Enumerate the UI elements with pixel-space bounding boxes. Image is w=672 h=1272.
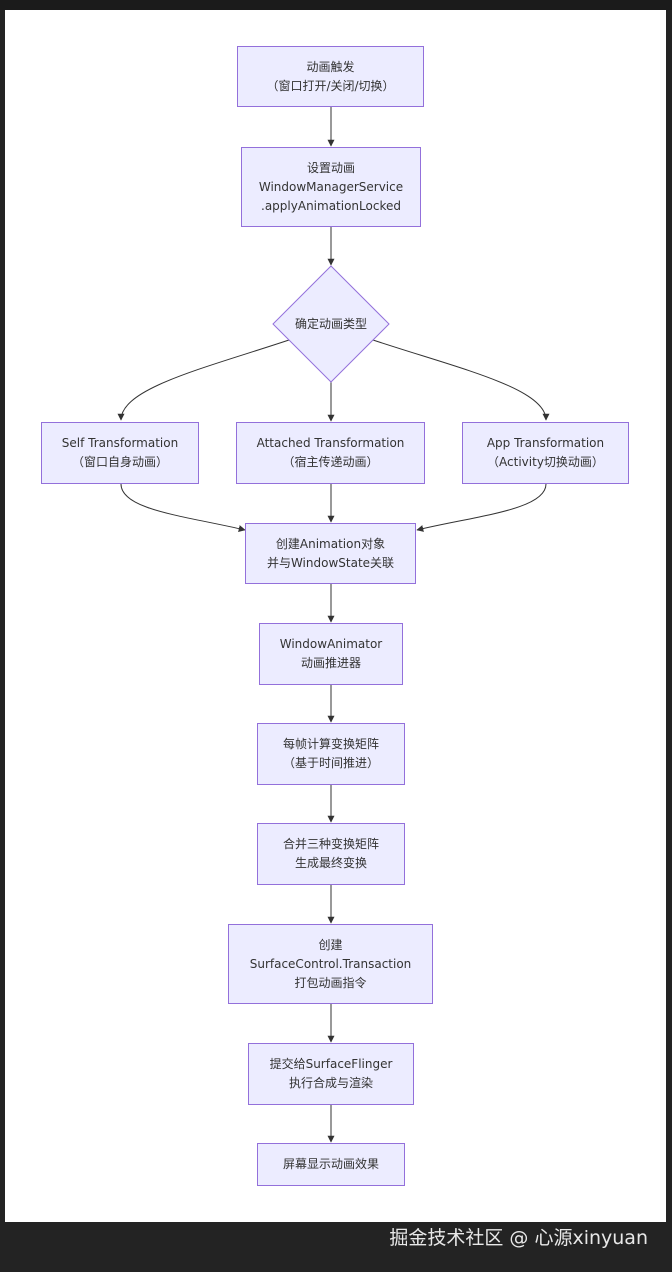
node-submit-surfaceflinger: 提交给SurfaceFlinger 执行合成与渲染	[248, 1043, 414, 1105]
edge-self-create	[120, 483, 246, 532]
node-line: App Transformation	[486, 436, 605, 450]
edge-decision-self	[117, 339, 290, 421]
node-line: 创建Animation对象	[275, 536, 386, 551]
node-line: 创建	[318, 937, 343, 952]
node-line: （基于时间推进）	[282, 756, 379, 770]
node-window-animator: WindowAnimator 动画推进器	[259, 623, 403, 685]
node-line: （Activity切换动画）	[487, 455, 604, 469]
edge-decision-app	[372, 339, 550, 421]
node-line: 合并三种变换矩阵	[282, 837, 379, 851]
node-surface-transaction: 创建 SurfaceControl.Transaction 打包动画指令	[228, 924, 433, 1004]
node-line: 屏幕显示动画效果	[282, 1157, 379, 1171]
node-display-effect: 屏幕显示动画效果	[257, 1143, 405, 1186]
node-line: 生成最终变换	[294, 856, 367, 870]
node-line: 动画推进器	[300, 656, 361, 670]
node-attached-transformation: Attached Transformation （宿主传递动画）	[236, 422, 425, 484]
footer-bar	[0, 1222, 672, 1272]
top-strip	[0, 0, 672, 10]
node-line: （宿主传递动画）	[282, 455, 379, 469]
node-line: SurfaceControl.Transaction	[249, 956, 412, 971]
node-per-frame-matrix: 每帧计算变换矩阵 （基于时间推进）	[257, 723, 405, 785]
watermark-text: 掘金技术社区 @ 心源xinyuan	[389, 1227, 648, 1249]
decision-label: 确定动画类型	[294, 317, 367, 331]
node-self-transformation: Self Transformation （窗口自身动画）	[41, 422, 199, 484]
node-line: .applyAnimationLocked	[261, 198, 401, 213]
node-line: 提交给SurfaceFlinger	[269, 1057, 393, 1071]
node-line: （窗口自身动画）	[71, 455, 168, 469]
node-merge-matrices: 合并三种变换矩阵 生成最终变换	[257, 823, 405, 885]
node-line: （窗口打开/关闭/切换）	[266, 78, 395, 93]
node-line: WindowAnimator	[279, 637, 383, 651]
node-line: Attached Transformation	[256, 436, 405, 450]
node-line: WindowManagerService	[258, 179, 404, 194]
node-line: Self Transformation	[61, 436, 179, 450]
node-line: 设置动画	[306, 160, 355, 175]
flowchart-edges	[117, 107, 550, 1143]
edge-app-create	[416, 483, 547, 532]
node-line: 执行合成与渲染	[288, 1076, 373, 1090]
node-line: 动画触发	[306, 59, 355, 74]
node-app-transformation: App Transformation （Activity切换动画）	[462, 422, 629, 484]
node-line: 打包动画指令	[294, 975, 367, 990]
node-setup-animation: 设置动画 WindowManagerService .applyAnimatio…	[241, 147, 421, 227]
decision-diamond	[272, 265, 390, 383]
node-animation-trigger: 动画触发 （窗口打开/关闭/切换）	[237, 46, 424, 107]
node-line: 并与WindowState关联	[266, 555, 395, 570]
node-line: 每帧计算变换矩阵	[282, 737, 379, 751]
node-create-animation: 创建Animation对象 并与WindowState关联	[245, 523, 416, 584]
flowchart-canvas: 动画触发 （窗口打开/关闭/切换） 设置动画 WindowManagerServ…	[5, 10, 666, 1222]
